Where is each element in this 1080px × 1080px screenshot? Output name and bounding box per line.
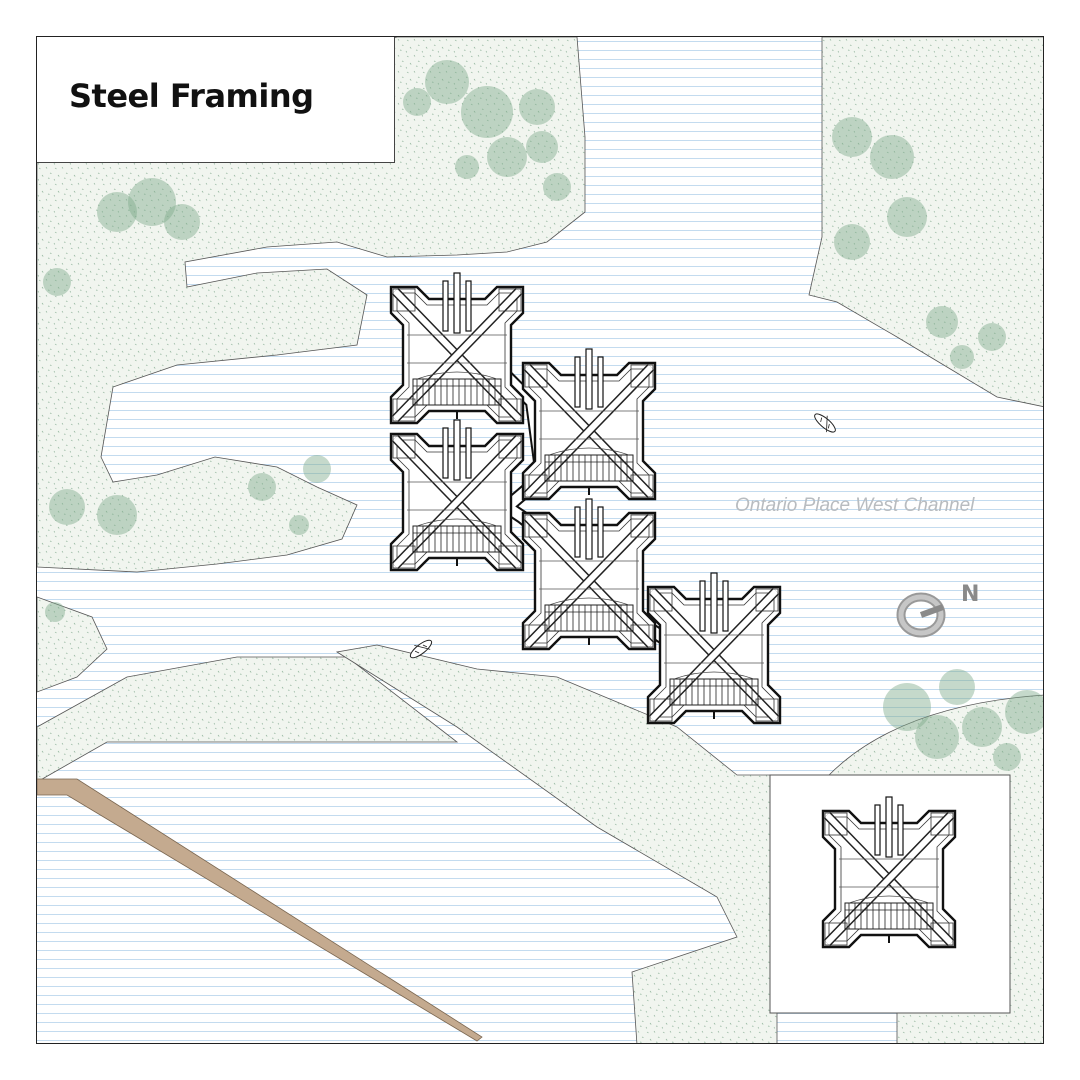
- shoreline-land: [37, 37, 1043, 1043]
- tree-canopies: [43, 60, 1043, 771]
- site-plan-drawing: [37, 37, 1043, 1043]
- channel-label: Ontario Place West Channel: [735, 495, 975, 516]
- title-panel: Steel Framing: [37, 37, 395, 163]
- page-title: Steel Framing: [69, 77, 314, 115]
- north-arrow-icon: [896, 592, 946, 638]
- steel-framing-complex: [391, 273, 780, 723]
- map-canvas: Steel Framing Ontario Place West Channel…: [36, 36, 1044, 1044]
- north-label: N: [961, 582, 980, 607]
- inset-pod-drawing: [769, 774, 1011, 1014]
